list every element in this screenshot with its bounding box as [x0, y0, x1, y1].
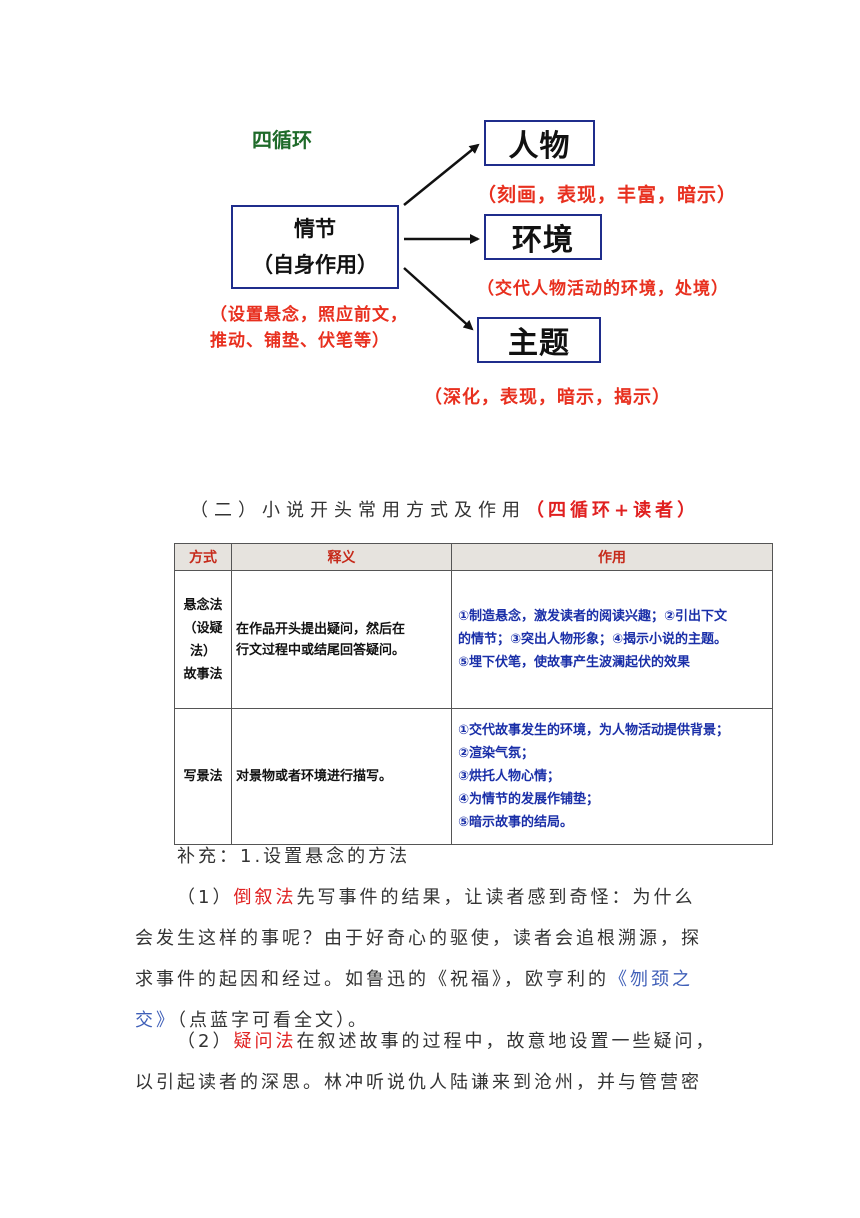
meaning-cell: 对景物或者环境进行描写。	[231, 708, 452, 845]
plot-note-line1: （设置悬念，照应前文，	[210, 305, 408, 325]
effect-line: ③烘托人物心情；	[458, 769, 561, 784]
theme-note: （深化，表现，暗示，揭示）	[424, 387, 671, 408]
item-number: （1）	[177, 887, 234, 908]
effect-line: ②渲染气氛；	[458, 746, 535, 761]
effect-line: ①交代故事发生的环境，为人物活动提供背景；	[458, 723, 730, 738]
character-label: 人物	[508, 129, 571, 164]
paragraph-line: （1）倒叙法先写事件的结果，让读者感到奇怪：为什么	[135, 877, 735, 918]
method-line: 悬念法	[183, 597, 223, 613]
character-box: 人物	[484, 120, 595, 166]
method-cell: 悬念法 （设疑 法） 故事法	[174, 570, 232, 709]
effect-line: ⑤暗示故事的结局。	[458, 815, 574, 830]
section-heading: （二）小说开头常用方式及作用（四循环+读者）	[190, 496, 699, 522]
plot-note-line2: 推动、铺垫、伏笔等）	[210, 331, 390, 351]
method-line: 故事法	[183, 666, 223, 682]
meaning-line: 行文过程中或结尾回答疑问。	[236, 642, 406, 658]
method-line: （设疑	[183, 620, 223, 636]
header-method: 方式	[174, 543, 232, 571]
method-cell: 写景法	[174, 708, 232, 845]
item-number: （2）	[177, 1031, 234, 1052]
paragraph-line: （2）疑问法在叙述故事的过程中，故意地设置一些疑问，	[135, 1021, 735, 1062]
environment-note: （交代人物活动的环境，处境）	[477, 279, 729, 299]
opening-methods-table: 方式 释义 作用 悬念法 （设疑 法） 故事法 在作品开头提出疑问，然后在 行文…	[174, 543, 773, 845]
term-question-method: 疑问法	[233, 1031, 297, 1052]
effect-cell: ①制造悬念，激发读者的阅读兴趣；②引出下文 的情节；③突出人物形象；④揭示小说的…	[451, 570, 773, 709]
story-link[interactable]: 《刎颈之	[609, 969, 693, 990]
effect-line: ④为情节的发展作铺垫；	[458, 792, 600, 807]
environment-label: 环境	[512, 223, 574, 258]
method-line: 法）	[189, 643, 216, 659]
diagram-title: 四循环	[252, 128, 312, 152]
term-reverse-narration: 倒叙法	[233, 887, 297, 908]
header-effect: 作用	[451, 543, 773, 571]
meaning-line: 在作品开头提出疑问，然后在	[236, 621, 406, 637]
diagram-arrows	[403, 143, 480, 331]
paragraph-reverse-narration: （1）倒叙法先写事件的结果，让读者感到奇怪：为什么 会发生这样的事呢？由于好奇心…	[135, 877, 735, 1041]
paragraph-line: 会发生这样的事呢？由于好奇心的驱使，读者会追根溯源，探	[135, 928, 702, 949]
paragraph-line: 交》（点蓝字可看全文）。	[135, 1000, 735, 1041]
four-cycle-diagram: 四循环 情节 （自身作用） （设置悬念，照应前文， 推动、铺垫、伏笔等） 人物 …	[0, 0, 860, 440]
plot-note: （设置悬念，照应前文， 推动、铺垫、伏笔等）	[210, 302, 408, 354]
table-row: 悬念法 （设疑 法） 故事法 在作品开头提出疑问，然后在 行文过程中或结尾回答疑…	[174, 570, 773, 709]
paragraph-text: （点蓝字可看全文）。	[177, 1010, 369, 1031]
section-heading-red: （四循环+读者）	[526, 500, 700, 521]
header-meaning: 释义	[231, 543, 452, 571]
story-link-continued[interactable]: 交》	[135, 1010, 177, 1031]
table-row: 写景法 对景物或者环境进行描写。 ①交代故事发生的环境，为人物活动提供背景； ②…	[174, 708, 773, 845]
paragraph-text: 在叙述故事的过程中，故意地设置一些疑问，	[296, 1031, 717, 1052]
paragraph-line: 以引起读者的深思。林冲听说仇人陆谦来到沧州，并与管营密	[135, 1072, 702, 1093]
plot-box-label: 情节	[294, 217, 336, 241]
arrow-to-character	[403, 143, 480, 206]
method-line: 写景法	[183, 769, 223, 784]
paragraph-text: 先写事件的结果，让读者感到奇怪：为什么	[296, 887, 696, 908]
environment-box: 环境	[484, 214, 602, 260]
meaning-cell: 在作品开头提出疑问，然后在 行文过程中或结尾回答疑问。	[231, 570, 452, 709]
theme-box: 主题	[477, 317, 601, 363]
effect-line: ⑤埋下伏笔，使故事产生波澜起伏的效果	[458, 655, 691, 670]
paragraph-text: 求事件的起因和经过。如鲁迅的《祝福》，欧亨利的	[135, 969, 609, 990]
paragraph-line: 求事件的起因和经过。如鲁迅的《祝福》，欧亨利的《刎颈之	[135, 959, 735, 1000]
effect-line: ①制造悬念，激发读者的阅读兴趣；②引出下文	[458, 609, 728, 624]
plot-box: 情节 （自身作用）	[231, 205, 399, 289]
effect-line: 的情节；③突出人物形象；④揭示小说的主题。	[458, 632, 728, 647]
supplement-title: 补充：1.设置悬念的方法	[177, 846, 411, 867]
table-header-row: 方式 释义 作用	[174, 543, 773, 571]
theme-label: 主题	[508, 326, 570, 361]
paragraph-question-method: （2）疑问法在叙述故事的过程中，故意地设置一些疑问， 以引起读者的深思。林冲听说…	[135, 1021, 735, 1103]
effect-cell: ①交代故事发生的环境，为人物活动提供背景； ②渲染气氛； ③烘托人物心情； ④为…	[451, 708, 773, 845]
arrow-to-theme	[403, 267, 474, 331]
character-note: （刻画，表现，丰富，暗示）	[477, 184, 738, 206]
section-heading-text: （二）小说开头常用方式及作用	[190, 500, 526, 521]
meaning-line: 对景物或者环境进行描写。	[236, 769, 393, 784]
plot-box-sublabel: （自身作用）	[252, 253, 378, 277]
